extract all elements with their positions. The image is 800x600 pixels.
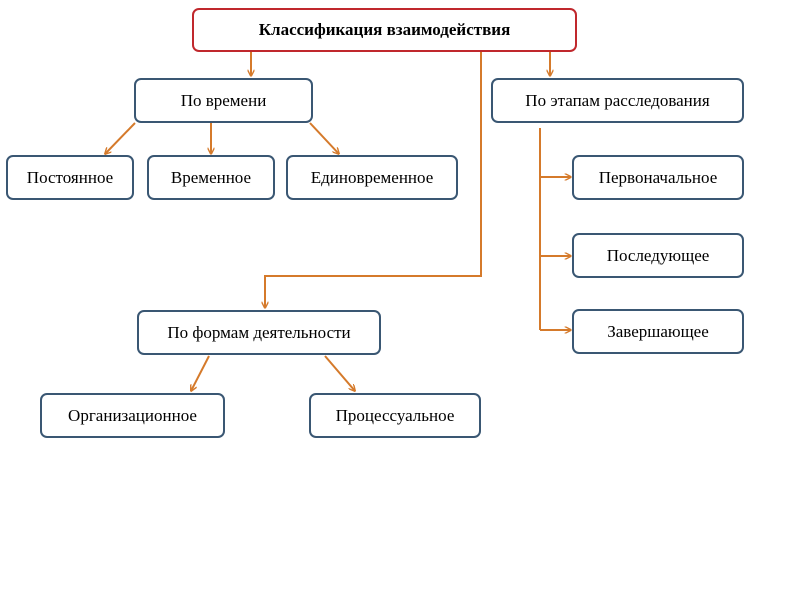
by-time-node: По времени bbox=[134, 78, 313, 123]
temporary-node: Временное bbox=[147, 155, 275, 200]
organizational-node: Организационное bbox=[40, 393, 225, 438]
edge-time-to-permanent bbox=[105, 122, 136, 154]
final-node: Завершающее bbox=[572, 309, 744, 354]
edge-forms-to-procedural bbox=[324, 355, 355, 391]
initial-node: Первоначальное bbox=[572, 155, 744, 200]
onetime-node: Единовременное bbox=[286, 155, 458, 200]
by-forms-node: По формам деятельности bbox=[137, 310, 381, 355]
permanent-node: Постоянное bbox=[6, 155, 134, 200]
subsequent-node: Последующее bbox=[572, 233, 744, 278]
edge-time-to-onetime bbox=[309, 122, 339, 154]
by-stages-node: По этапам расследования bbox=[491, 78, 744, 123]
edge-forms-to-organizational bbox=[191, 355, 210, 391]
procedural-node: Процессуальное bbox=[309, 393, 481, 438]
root-node: Классификация взаимодействия bbox=[192, 8, 577, 52]
edge-root-to-forms bbox=[265, 52, 482, 308]
